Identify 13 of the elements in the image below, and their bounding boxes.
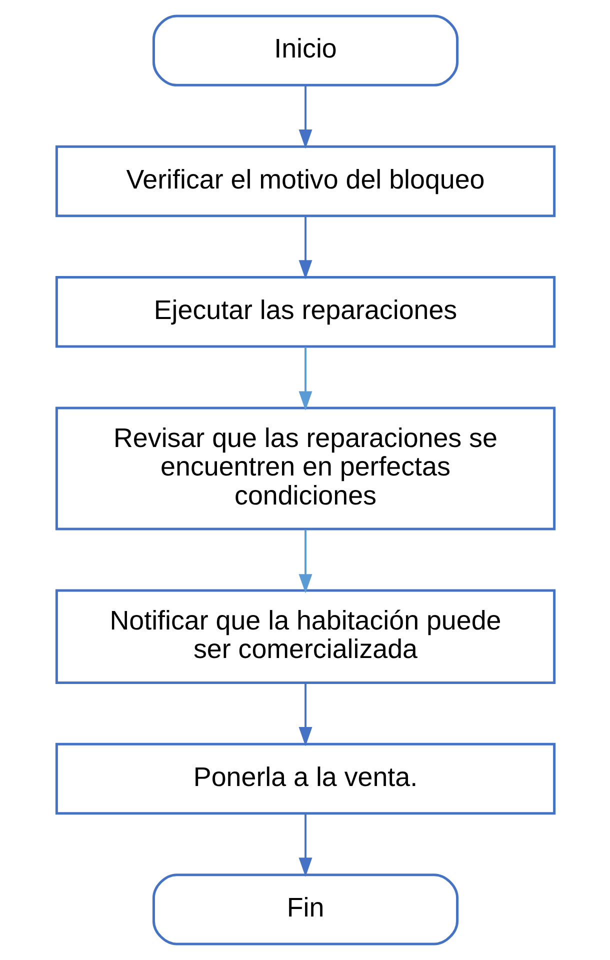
node-box: Revisar que las reparaciones se encuentren en perfectas condiciones [54,406,556,530]
arrow [298,346,312,411]
arrow [298,86,312,149]
arrow [298,683,312,746]
arrow [298,530,312,594]
arrow [298,216,312,280]
node-box: Ejecutar las reparaciones [54,276,556,348]
node-box: Inicio [152,14,458,86]
node-box: Fin [152,874,458,946]
node-box: Verificar el motivo del bloqueo [54,145,556,218]
arrow [298,814,312,877]
node-box: Notificar que la habitación puede ser comercializada [54,589,556,684]
node-box: Ponerla a la venta. [54,742,556,815]
